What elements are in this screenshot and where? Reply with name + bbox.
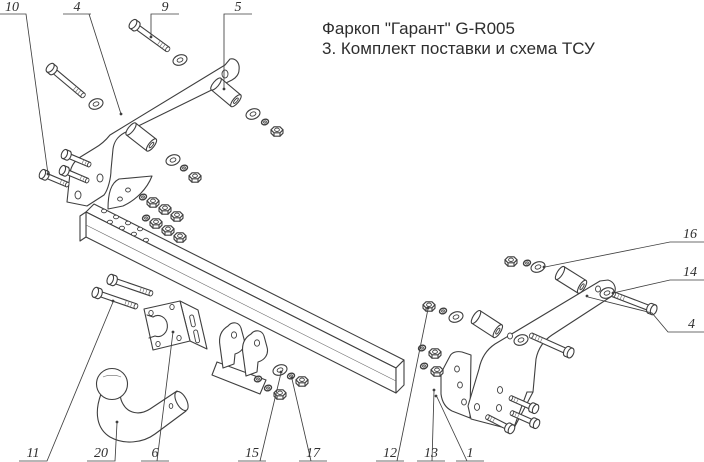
callout-label: 1 <box>467 446 474 461</box>
callout-6: 6 <box>141 330 175 462</box>
tow-ball <box>95 367 189 443</box>
callout-20: 20 <box>87 420 119 462</box>
crossbar-beam <box>79 203 405 394</box>
callout-5: 5 <box>222 0 252 91</box>
callout-label: 4 <box>688 317 695 332</box>
callout-label: 6 <box>152 446 159 461</box>
title-line2: 3. Комплект поставки и схема ТСУ <box>322 39 595 58</box>
callout-label: 10 <box>5 0 19 15</box>
washer-icon <box>243 106 263 122</box>
hex-nut-icon <box>430 366 444 377</box>
bracket-lug <box>241 330 269 377</box>
hex-nut-icon <box>428 348 442 359</box>
hex-nut-icon <box>146 197 160 208</box>
hex-nut-icon <box>504 256 518 267</box>
lock-washer-icon <box>178 163 190 173</box>
callout-9: 9 <box>149 0 179 39</box>
callout-label: 16 <box>683 227 697 242</box>
hex-nut-icon <box>149 218 163 229</box>
right-gusset-plate <box>440 351 472 419</box>
lock-washer-icon <box>259 117 271 127</box>
washer-icon <box>163 152 183 168</box>
left-gusset-plate <box>107 175 153 210</box>
lock-washer-icon <box>416 343 428 353</box>
hex-bolt-icon <box>90 285 140 313</box>
callout-12: 12 <box>376 306 430 462</box>
hex-nut-icon <box>170 211 184 222</box>
hex-nut-icon <box>161 225 175 236</box>
hex-nut-icon <box>173 232 187 243</box>
hex-bolt-icon <box>609 288 659 317</box>
callout-label: 20 <box>94 446 108 461</box>
callout-15: 15 <box>238 370 283 462</box>
ball-mounting-plate <box>143 300 208 351</box>
spacer-tube-icon <box>553 264 589 296</box>
callout-13: 13 <box>417 388 445 462</box>
callout-11: 11 <box>19 299 115 462</box>
hex-nut-icon <box>188 172 202 183</box>
callout-label: 13 <box>424 446 438 461</box>
title-block: Фаркоп "Гарант" G-R005 3. Комплект поста… <box>322 19 595 59</box>
callout-label: 9 <box>162 0 169 15</box>
spacer-tube-icon <box>123 120 159 154</box>
lock-washer-icon <box>140 213 152 223</box>
hex-bolt-icon <box>43 61 89 102</box>
hex-nut-icon <box>295 376 309 387</box>
beam-mounting-holes <box>101 208 149 243</box>
callout-14: 14 <box>611 265 704 295</box>
callout-16: 16 <box>542 227 704 269</box>
callout-label: 15 <box>245 446 259 461</box>
lock-washer-icon <box>418 361 430 371</box>
hex-nut-icon <box>422 301 436 312</box>
spacer-tube-icon <box>469 308 505 340</box>
callout-label: 12 <box>383 446 397 461</box>
lock-washer-icon <box>521 258 533 268</box>
bracket-lug <box>218 322 246 369</box>
callout-label: 4 <box>74 0 81 15</box>
lock-washer-icon <box>437 306 449 316</box>
title-line1: Фаркоп "Гарант" G-R005 <box>322 19 515 38</box>
callout-4-top: 4 <box>63 0 123 116</box>
washer-icon <box>446 309 466 325</box>
callout-label: 11 <box>27 446 40 461</box>
hex-bolt-icon <box>105 272 155 300</box>
hex-nut-icon <box>158 204 172 215</box>
center-ball-bracket <box>211 322 269 395</box>
washer-icon <box>170 52 190 68</box>
right-side-bracket <box>467 279 616 431</box>
callout-17: 17 <box>290 376 327 462</box>
lock-washer-icon <box>262 383 274 393</box>
washer-icon <box>270 362 290 378</box>
callout-4-right: 4 <box>585 294 704 333</box>
callout-label: 5 <box>235 0 242 15</box>
callout-10: 10 <box>0 0 50 176</box>
washer-icon <box>86 96 106 112</box>
callout-label: 14 <box>683 265 697 280</box>
callout-1: 1 <box>434 394 484 462</box>
hex-nut-icon <box>270 126 284 137</box>
left-side-bracket <box>66 58 240 207</box>
